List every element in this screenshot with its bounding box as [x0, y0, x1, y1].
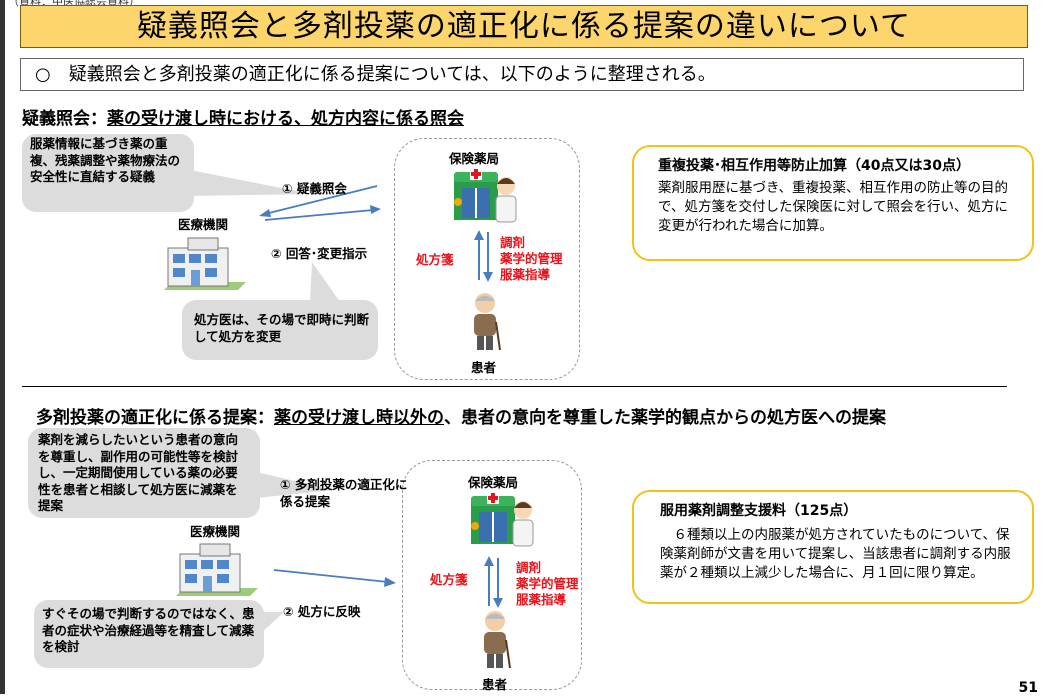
left-edge-bar: [0, 0, 5, 694]
section1-box-title: 重複投薬･相互作用等防止加算（40点又は30点）: [658, 158, 970, 174]
section1-box-text: 薬剤服用歴に基づき、重複投薬、相互作用の防止等の目的で、処方箋を交付した保険医に…: [658, 180, 1009, 234]
service-pharma-management: 薬学的管理: [500, 251, 563, 266]
service-pharma-management: 薬学的管理: [516, 576, 579, 591]
section2-box-title: 服用薬剤調整支援料（125点）: [660, 503, 858, 519]
section1-inquiry-arrows: [259, 185, 381, 221]
section1-prescription-label: 処方箋: [416, 252, 454, 267]
section2-prescription-label: 処方箋: [430, 572, 468, 587]
section1-clinic-label: 医療機関: [178, 217, 229, 232]
section2-patient-label: 患者: [482, 677, 508, 692]
section1-step2: ② 回答･変更指示: [271, 246, 368, 261]
section2-bubble-bottom-text: すぐその場で判断するのではなく、患者の症状や治療経過等を精査して減薬を検討: [42, 606, 255, 654]
page-title: 疑義照会と多剤投薬の適正化に係る提案の違いについて: [20, 5, 1028, 48]
elderly-patient-icon: [484, 611, 511, 669]
section1-step1: ① 疑義照会: [282, 181, 347, 196]
section2-vertical-arrows: [484, 556, 503, 608]
section2-info-box: 服用薬剤調整支援料（125点） ６種類以上の内服薬が処方されていたものについて、…: [632, 490, 1034, 604]
section2-heading-prefix: 多剤投薬の適正化に係る提案：: [36, 408, 274, 428]
section-divider: [22, 386, 1007, 387]
hospital-building-icon: [176, 543, 258, 596]
elderly-patient-icon: [474, 293, 501, 351]
service-dispensing: 調剤: [500, 235, 526, 250]
section2-reflect-arrow: [273, 569, 396, 587]
section1-services: 調剤 薬学的管理 服薬指導: [500, 235, 563, 283]
section1-info-box: 重複投薬･相互作用等防止加算（40点又は30点） 薬剤服用歴に基づき、重複投薬、…: [632, 145, 1034, 261]
section1-pharmacy-area: [394, 138, 580, 380]
intro-statement: ○ 疑義照会と多剤投薬の適正化に係る提案については、以下のように整理される。: [20, 58, 1024, 91]
bubble-shape: [28, 428, 334, 518]
service-medication-guidance: 服薬指導: [500, 267, 551, 282]
section2-bubble-top-text: 薬剤を減らしたいという患者の意向を尊重し、副作用の可能性等を検討し、一定期間使用…: [38, 432, 239, 513]
pharmacy-pharmacist-icon: [471, 492, 534, 547]
section2-heading-suffix: 、患者の意向を尊重した薬学的観点からの処方医への提案: [444, 408, 886, 428]
section1-bubble-top-text: 服薬情報に基づき薬の重複、残薬調整や薬物療法の安全性に直結する疑義: [30, 136, 181, 184]
section2-box-text: ６種類以上の内服薬が処方されていたものについて、保険薬剤師が文書を用いて提案し、…: [660, 527, 1011, 581]
bubble-shape: [182, 262, 378, 360]
service-dispensing: 調剤: [516, 560, 542, 575]
section1-heading-prefix: 疑義照会：: [22, 109, 107, 129]
hospital-building-icon: [164, 237, 246, 290]
section1-bubble-top: 服薬情報に基づき薬の重複、残薬調整や薬物療法の安全性に直結する疑義: [22, 134, 312, 214]
bubble-shape: [34, 600, 284, 668]
section2-bubble-top: 薬剤を減らしたいという患者の意向を尊重し、副作用の可能性等を検討し、一定期間使用…: [28, 428, 334, 520]
top-source-fragment: （資料：中医協総会資料）: [8, 0, 140, 8]
section1-heading-underlined: 薬の受け渡し時における、処方内容に係る照会: [107, 109, 464, 129]
section1-bubble-bottom: 処方医は、その場で即時に判断して処方を変更: [182, 262, 378, 362]
service-medication-guidance: 服薬指導: [516, 592, 567, 607]
section1-vertical-arrows: [474, 230, 493, 282]
section2-heading: 多剤投薬の適正化に係る提案：薬の受け渡し時以外の、患者の意向を尊重した薬学的観点…: [36, 403, 886, 428]
section1-bubble-bottom-text: 処方医は、その場で即時に判断して処方を変更: [194, 312, 370, 344]
section2-clinic-label: 医療機関: [190, 524, 241, 539]
section2-step2: ② 処方に反映: [283, 604, 361, 619]
pharmacy-pharmacist-icon: [454, 168, 517, 223]
section2-heading-underlined: 薬の受け渡し時以外の: [274, 408, 444, 428]
section1-heading: 疑義照会：薬の受け渡し時における、処方内容に係る照会: [22, 104, 464, 129]
section2-pharmacy-area: [402, 460, 582, 690]
page-number: 51: [1018, 680, 1038, 696]
section2-bubble-bottom: すぐその場で判断するのではなく、患者の症状や治療経過等を精査して減薬を検討: [34, 598, 284, 670]
section2-pharmacy-label: 保険薬局: [468, 475, 519, 490]
bubble-shape: [22, 134, 312, 212]
section2-step1: ① 多剤投薬の適正化に係る提案: [280, 477, 408, 509]
section1-pharmacy-label: 保険薬局: [449, 151, 500, 166]
section1-patient-label: 患者: [471, 360, 497, 375]
section2-services: 調剤 薬学的管理 服薬指導: [516, 560, 579, 608]
